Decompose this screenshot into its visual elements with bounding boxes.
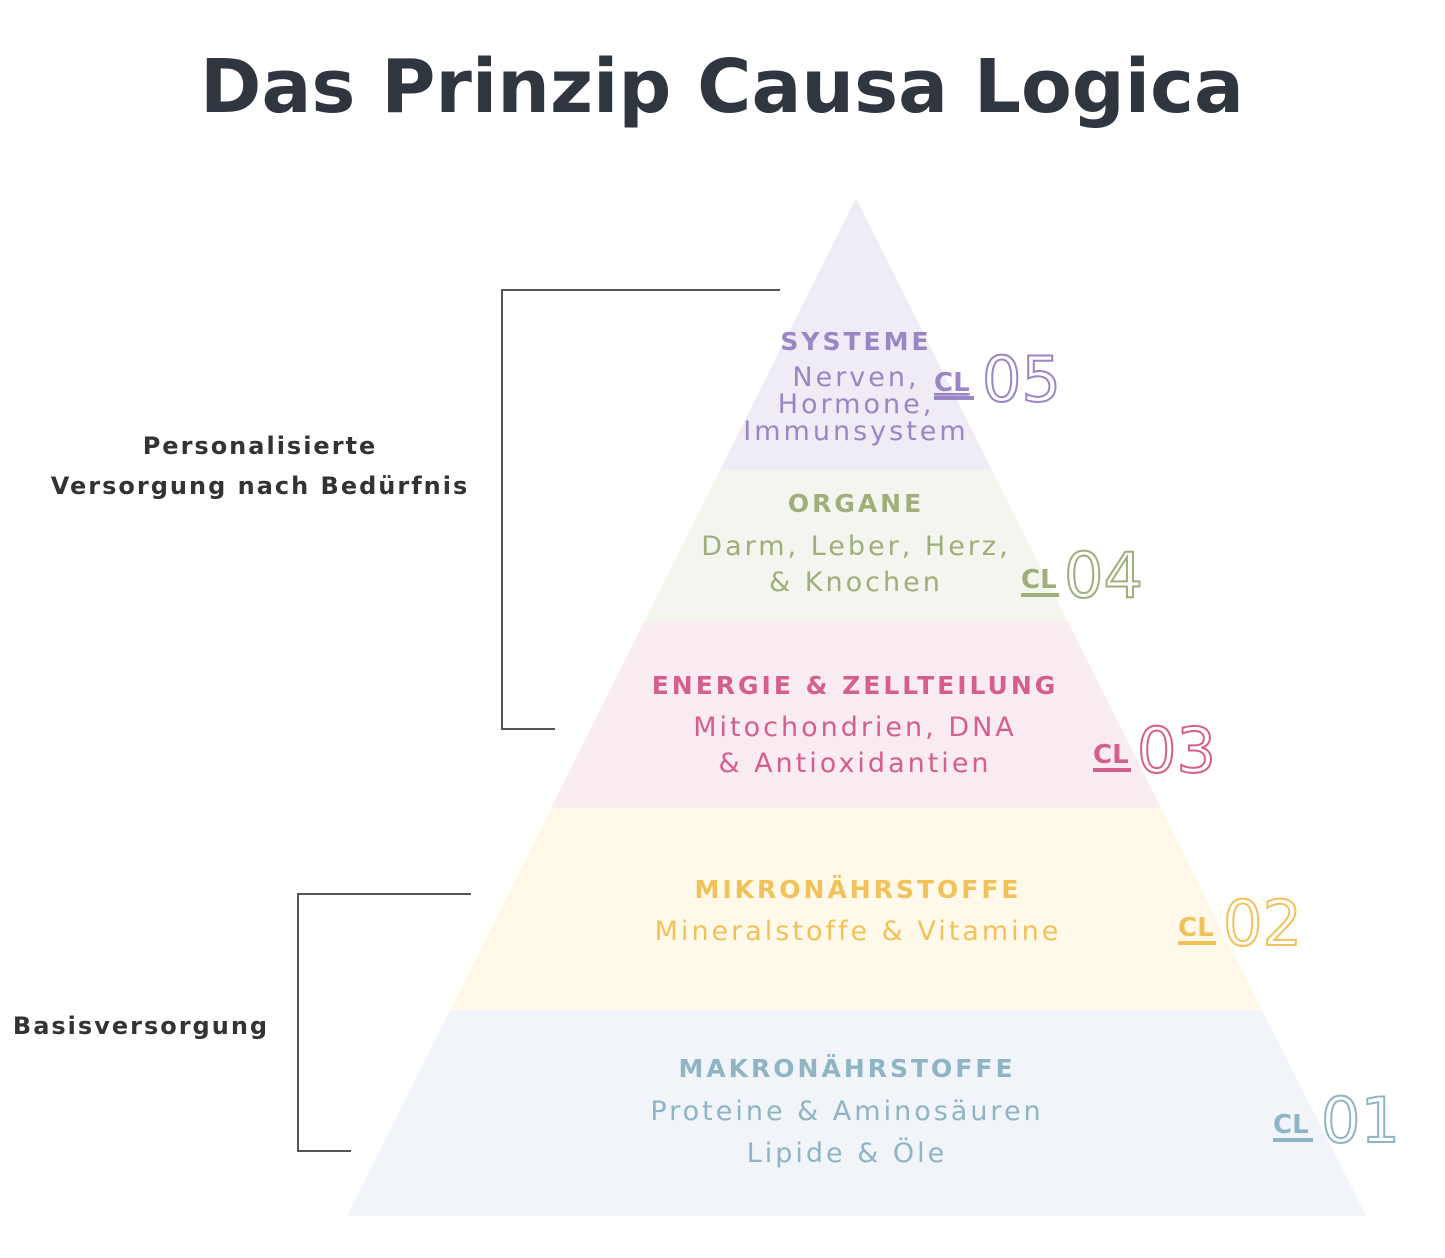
bracket-personalized (501, 289, 780, 730)
level-heading: ENERGIE & ZELLTEILUNG (652, 671, 1059, 700)
band-cl05 (720, 198, 992, 470)
level-heading: SYSTEME (780, 327, 931, 356)
cl-badge: CL (1021, 565, 1057, 595)
level-line: Lipide & Öle (747, 1137, 948, 1169)
cl-badge: CL (1093, 740, 1129, 770)
level-line: & Knochen (769, 567, 943, 598)
level-number: 02 (1223, 887, 1302, 960)
cl-badge: CL (1273, 1110, 1309, 1140)
level-heading: MIKRONÄHRSTOFFE (694, 874, 1021, 904)
cl-badge: CL (934, 368, 970, 398)
label-basis: Basisversorgung (13, 1012, 269, 1040)
page-title: Das Prinzip Causa Logica (200, 44, 1244, 130)
level-line: & Antioxidantien (718, 748, 991, 779)
band-cl01 (347, 1010, 1366, 1216)
level-cl05: SYSTEME Nerven, Hormone, Immunsystem CL … (743, 327, 1062, 447)
level-number: 05 (982, 343, 1061, 416)
cl-badge: CL (1178, 913, 1214, 943)
band-cl04 (644, 470, 1068, 622)
level-number: 01 (1321, 1084, 1400, 1157)
level-line: Mineralstoffe & Vitamine (655, 916, 1062, 947)
label-personalized-1: Personalisierte (143, 432, 378, 460)
level-line: Darm, Leber, Herz, (701, 531, 1010, 562)
level-line: Hormone, (778, 389, 935, 420)
level-cl02: MIKRONÄHRSTOFFE Mineralstoffe & Vitamine… (655, 874, 1303, 961)
level-line: Immunsystem (743, 416, 968, 447)
level-heading: MAKRONÄHRSTOFFE (678, 1053, 1015, 1083)
level-cl03: ENERGIE & ZELLTEILUNG Mitochondrien, DNA… (652, 671, 1217, 788)
label-personalized-2: Versorgung nach Bedürfnis (51, 472, 470, 500)
level-line: Nerven, (792, 362, 919, 393)
level-line: Proteine & Aminosäuren (650, 1096, 1043, 1127)
level-cl01: MAKRONÄHRSTOFFE Proteine & Aminosäuren L… (650, 1053, 1401, 1169)
level-cl04: ORGANE Darm, Leber, Herz, & Knochen CL 0… (701, 489, 1144, 613)
level-heading: ORGANE (788, 489, 924, 518)
band-cl02 (450, 808, 1262, 1010)
band-cl03 (551, 622, 1161, 808)
bracket-basis (297, 893, 471, 1152)
level-line: Mitochondrien, DNA (693, 712, 1017, 743)
level-number: 03 (1137, 714, 1216, 787)
level-number: 04 (1064, 539, 1143, 612)
